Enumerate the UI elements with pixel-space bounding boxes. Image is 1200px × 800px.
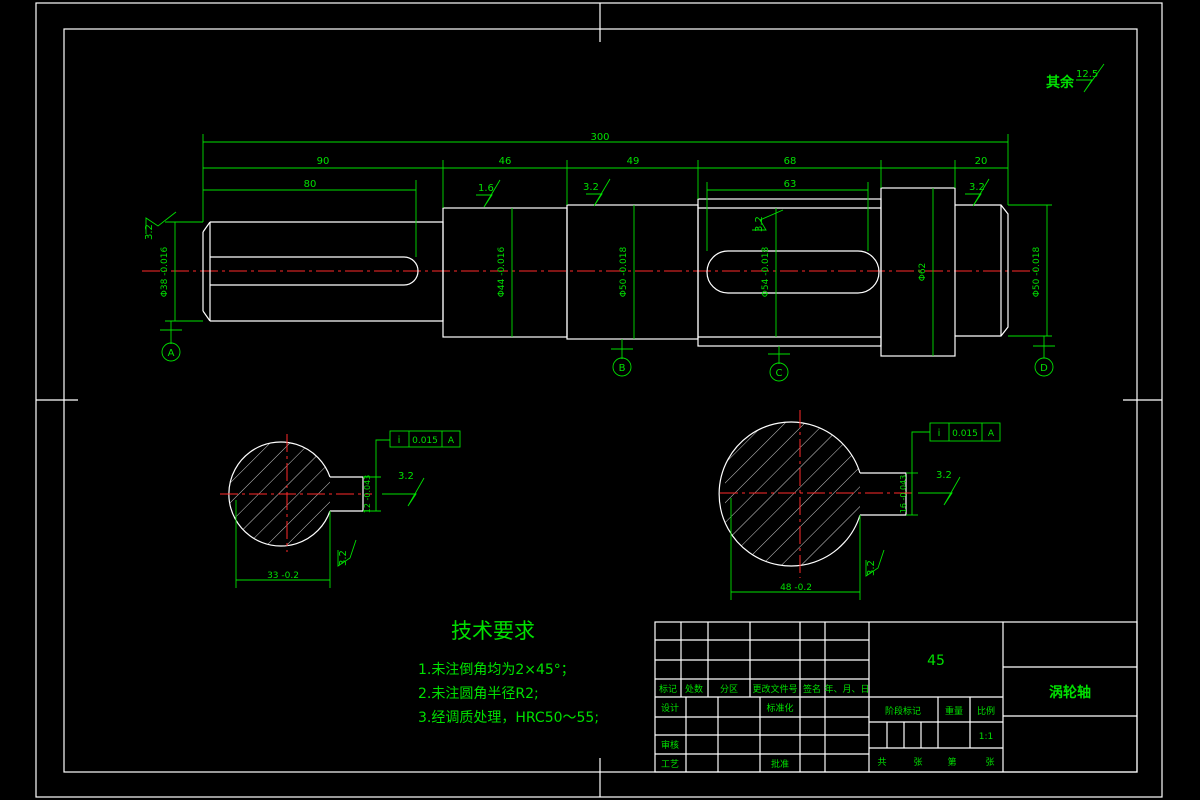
section-left-roughness-b: 3.2 xyxy=(338,550,349,566)
title-col-change-doc: 更改文件号 xyxy=(752,683,797,695)
title-col-count: 处数 xyxy=(685,683,703,695)
title-material: 45 xyxy=(927,653,945,669)
roughness-r1: 1.6 xyxy=(478,183,494,194)
section-left-tolerance-symbol: i xyxy=(398,435,401,446)
title-sheets-total-unit: 张 xyxy=(913,757,922,768)
section-right-tolerance-value: 0.015 xyxy=(952,429,978,439)
roughness-r2: 3.2 xyxy=(583,182,599,193)
roughness-r4: 3.2 xyxy=(144,224,155,240)
title-sheet-no-label: 第 xyxy=(947,756,956,768)
roughness-r3: 3.2 xyxy=(969,182,985,193)
title-scale-value: 1:1 xyxy=(979,732,993,742)
section-right-tolerance-symbol: i xyxy=(938,428,941,439)
dim-seg2: 46 xyxy=(499,156,512,167)
title-approve: 批准 xyxy=(771,758,789,770)
datum-b: B xyxy=(619,363,626,374)
title-part-name: 涡轮轴 xyxy=(1049,684,1091,701)
section-left-tolerance-value: 0.015 xyxy=(412,436,438,446)
technical-requirements: 技术要求 1.未注倒角均为2×45°； 2.未注圆角半径R2; 3.经调质处理，… xyxy=(418,619,599,726)
surface-note-value: 12.5 xyxy=(1076,69,1098,80)
title-scale: 比例 xyxy=(977,705,995,717)
section-right-roughness-a: 3.2 xyxy=(936,470,952,481)
title-block xyxy=(654,621,1138,773)
title-col-signature: 签名 xyxy=(803,683,821,695)
title-weight: 重量 xyxy=(945,705,963,717)
section-left-width-dim: 12 -0.043 xyxy=(363,475,372,514)
dim-seg4: 68 xyxy=(784,156,797,167)
datum-markers xyxy=(160,321,1055,382)
dim-d3: Φ50 -0.018 xyxy=(619,247,629,298)
section-right-tolerance-datum: A xyxy=(988,429,995,439)
datum-c: C xyxy=(776,368,783,379)
dim-d1: Φ38 -0.016 xyxy=(160,247,170,298)
horizontal-dimensions xyxy=(202,134,1009,257)
dim-seg3: 49 xyxy=(627,156,640,167)
dim-total: 300 xyxy=(590,132,609,143)
title-col-zone: 分区 xyxy=(720,684,738,695)
surface-finish-note: 其余 12.5 xyxy=(1046,63,1105,93)
title-standard: 标准化 xyxy=(766,702,793,714)
tech-title: 技术要求 xyxy=(451,619,535,643)
dim-keyway2: 63 xyxy=(784,179,797,190)
title-col-mark: 标记 xyxy=(659,683,677,695)
dim-seg5: 20 xyxy=(975,156,988,167)
datum-a: A xyxy=(168,348,175,359)
title-review: 审核 xyxy=(661,739,679,751)
title-col-date: 年、月、日 xyxy=(824,683,869,695)
section-left xyxy=(220,430,461,588)
section-left-roughness-a: 3.2 xyxy=(398,471,414,482)
datum-d: D xyxy=(1040,363,1048,374)
tech-item-3: 3.经调质处理，HRC50～55; xyxy=(418,710,599,726)
surface-note-label: 其余 xyxy=(1046,74,1075,91)
roughness-r5: 3.2 xyxy=(754,216,765,232)
sheet-frame xyxy=(35,2,1163,798)
title-stage: 阶段标记 xyxy=(885,705,921,717)
dim-keyway1: 80 xyxy=(304,179,317,190)
section-right-depth-dim: 48 -0.2 xyxy=(780,583,812,593)
dim-d5: Φ62 xyxy=(918,263,928,282)
dim-d4: Φ54 -0.018 xyxy=(761,247,771,298)
dim-d2: Φ44 -0.016 xyxy=(497,247,507,298)
section-left-depth-dim: 33 -0.2 xyxy=(267,571,299,581)
tech-item-2: 2.未注圆角半径R2; xyxy=(418,686,539,702)
section-right-roughness-b: 3.2 xyxy=(866,560,877,576)
shaft-outline xyxy=(202,187,1009,357)
title-sheet-no-unit: 张 xyxy=(985,757,994,768)
title-sheets-total-label: 共 xyxy=(877,757,886,768)
dim-d6: Φ50 -0.018 xyxy=(1032,247,1042,298)
tech-item-1: 1.未注倒角均为2×45°； xyxy=(418,662,575,678)
section-right-width-dim: 16 -0.043 xyxy=(899,475,908,514)
roughness-symbols xyxy=(145,178,990,234)
section-left-tolerance-datum: A xyxy=(448,436,455,446)
dim-seg1: 90 xyxy=(317,156,330,167)
section-right xyxy=(718,410,1001,600)
title-design: 设计 xyxy=(661,702,679,714)
title-process: 工艺 xyxy=(661,759,679,770)
